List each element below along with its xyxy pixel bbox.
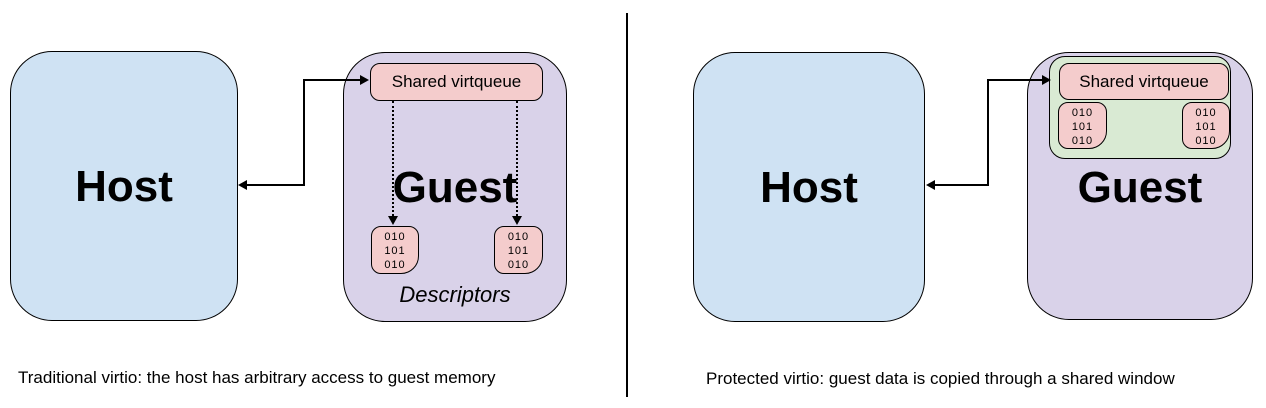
panel-divider xyxy=(626,13,628,397)
host-label: Host xyxy=(760,163,858,212)
bit-line: 101 xyxy=(1195,121,1217,133)
bit-line: 101 xyxy=(384,245,406,257)
guest-label: Guest xyxy=(1077,163,1203,212)
descriptor-box: 010 101 010 xyxy=(371,226,419,274)
descriptor-box: 010 101 010 xyxy=(494,226,543,274)
bit-line: 010 xyxy=(507,231,530,243)
connector-segment xyxy=(935,184,988,186)
arrowhead-right-icon xyxy=(1042,75,1051,85)
bit-line: 010 xyxy=(384,231,406,243)
guest-box: Shared virtqueue Guest 010 101 010 010 1… xyxy=(343,52,567,322)
connector-segment xyxy=(247,184,304,186)
host-box: Host xyxy=(10,51,238,321)
bit-line: 101 xyxy=(1071,121,1094,133)
shared-window-box: Shared virtqueue 010 101 010 010 101 010 xyxy=(1049,56,1231,159)
host-box: Host xyxy=(693,52,925,322)
panel-protected: Host Shared virtqueue 010 101 010 010 10… xyxy=(628,0,1266,408)
arrowhead-left-icon xyxy=(926,180,935,190)
descriptor-link-dotted-line xyxy=(392,101,394,216)
connector-segment xyxy=(988,79,1043,81)
caption-traditional: Traditional virtio: the host has arbitra… xyxy=(18,368,496,387)
bit-line: 010 xyxy=(384,259,406,271)
host-label: Host xyxy=(75,162,173,211)
bit-line: 010 xyxy=(507,259,530,271)
bit-line: 010 xyxy=(1195,107,1217,119)
caption-protected: Protected virtio: guest data is copied t… xyxy=(706,369,1175,388)
bit-line: 010 xyxy=(1071,135,1094,147)
shared-virtqueue-box: Shared virtqueue xyxy=(1059,63,1229,100)
bit-line: 010 xyxy=(1071,107,1094,119)
connector-segment xyxy=(304,79,361,81)
data-block-box: 010 101 010 xyxy=(1182,102,1230,149)
connector-segment xyxy=(987,79,989,186)
arrowhead-left-icon xyxy=(238,180,247,190)
arrowhead-right-icon xyxy=(360,75,369,85)
descriptor-link-dotted-line xyxy=(516,101,518,216)
bit-line: 010 xyxy=(1195,135,1217,147)
descriptors-label: Descriptors xyxy=(399,282,511,307)
guest-label: Guest xyxy=(392,163,518,212)
arrowhead-down-icon xyxy=(388,216,398,225)
connector-segment xyxy=(303,79,305,186)
shared-virtqueue-box: Shared virtqueue xyxy=(370,63,543,101)
shared-virtqueue-label: Shared virtqueue xyxy=(1079,71,1209,91)
bit-line: 101 xyxy=(507,245,530,257)
guest-box: Shared virtqueue 010 101 010 010 101 010… xyxy=(1027,52,1253,320)
shared-virtqueue-label: Shared virtqueue xyxy=(391,72,522,91)
panel-traditional: Host Shared virtqueue Guest 010 101 010 … xyxy=(0,0,627,408)
data-block-box: 010 101 010 xyxy=(1058,102,1107,149)
arrowhead-down-icon xyxy=(512,216,522,225)
